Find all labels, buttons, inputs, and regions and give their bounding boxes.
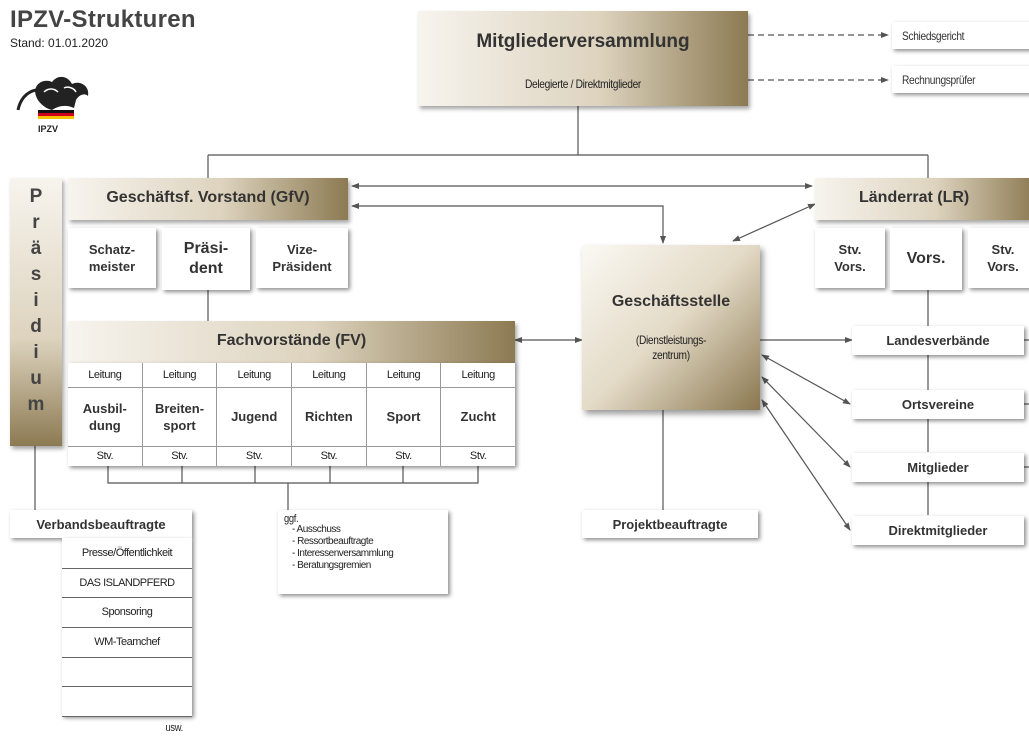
landesverbaende-label: Landesverbände [886,333,990,348]
verbandsbeauftragte-box[interactable]: Verbandsbeauftragte [10,510,192,538]
projektbeauftragte-label: Projektbeauftragte [612,516,728,532]
lr-stv-vors-left-label: Stv. Vors. [834,242,866,274]
fv-leitung-cell: Leitung [461,369,496,381]
fv-leitung-cell: Leitung [68,363,143,387]
praesidium-letter: s [30,264,42,285]
horse-logo-icon [16,76,89,119]
rechnungspruefer-box[interactable]: Rechnungsprüfer [892,66,1029,93]
ortsvereine-box[interactable]: Ortsvereine [852,390,1024,419]
praesidium-letter: i [33,290,39,311]
page-title: IPZV-Strukturen [10,6,196,33]
fv-stv-cell: Stv. [367,446,442,466]
gfv-box[interactable]: Geschäftsf. Vorstand (GfV) [68,178,348,220]
verbandsbeauftragte-item[interactable]: Presse/Öffentlichkeit [62,538,192,569]
ipzv-logo: IPZV [14,70,104,134]
mv-title: Mitgliederversammlung [476,31,690,52]
fv-stv-cell: Stv. [68,446,143,466]
schatzmeister-label: Schatz- meister [88,242,136,274]
gs-title: Geschäftsstelle [611,293,731,310]
fv-title: Fachvorstände (FV) [216,332,367,349]
praesidium-letter: m [27,394,45,415]
mitglieder-box[interactable]: Mitglieder [852,453,1024,482]
praesidium-letter: d [30,316,42,337]
gs-subtitle: (Dienstleistungs- zentrum) [635,333,707,362]
fv-leitung-cell: Leitung [143,363,218,387]
fv-leitung-cell: Leitung [367,363,442,387]
verbandsbeauftragte-label: Verbandsbeauftragte [36,516,166,532]
praesident-label: Präsi- dent [183,240,229,277]
mv-subtitle: Delegierte / Direktmitglieder [525,77,641,91]
direktmitglieder-box[interactable]: Direktmitglieder [852,516,1024,545]
praesident-box[interactable]: Präsi- dent [162,228,250,290]
praesidium-letter: r [32,212,40,233]
fv-names-cell: Jugend [217,387,293,446]
verbandsbeauftragte-item[interactable]: DAS ISLANDPFERD [62,568,192,599]
verbandsbeauftragte-item[interactable] [62,687,192,718]
fv-names-cell: Richten [292,387,367,446]
verbandsbeauftragte-item[interactable]: Sponsoring [62,597,192,629]
praesidium-letter: u [30,368,42,389]
schatzmeister-box[interactable]: Schatz- meister [68,228,156,288]
landesverbaende-box[interactable]: Landesverbände [852,326,1024,355]
fv-names-cell: Ausbil- dung [68,387,143,446]
praesidium-letter: ä [30,238,42,259]
fv-stv-row: Stv.Stv.Stv.Stv.Stv.Stv. [68,446,515,466]
schiedsgericht-box[interactable]: Schiedsgericht [892,22,1029,49]
vize-praesident-box[interactable]: Vize- Präsident [256,228,348,288]
direktmitglieder-label: Direktmitglieder [888,523,988,538]
praesidium-letter: i [33,342,39,363]
lr-stv-vors-right-box[interactable]: Stv. Vors. [968,228,1029,288]
fv-stv-cell: Stv. [469,450,487,462]
verbandsbeauftragte-item[interactable]: WM-Teamchef [62,627,192,658]
vize-praesident-label: Vize- Präsident [272,242,332,274]
lr-vors-box[interactable]: Vors. [890,228,962,290]
logo-text: IPZV [37,124,58,134]
fv-names-cell: Zucht [460,409,496,424]
ggf-item: - Ressortbeauftragte [292,536,374,547]
ggf-box[interactable]: ggf. - Ausschuss- Ressortbeauftragte- In… [278,510,448,594]
fv-names-cell: Breiten- sport [143,387,218,446]
gfv-title: Geschäftsf. Vorstand (GfV) [106,189,310,206]
fv-leitung-cell: Leitung [292,363,367,387]
verbandsbeauftragte-item[interactable] [62,657,192,688]
lr-stv-vors-right-label: Stv. Vors. [987,242,1019,274]
stand-date: Stand: 01.01.2020 [10,36,109,50]
mitgliederversammlung-box[interactable]: Mitgliederversammlung Delegierte / Direk… [418,11,748,106]
fv-stv-cell: Stv. [143,446,218,466]
lr-vors-label: Vors. [906,250,946,267]
ortsvereine-label: Ortsvereine [901,397,975,412]
ggf-item: - Beratungsgremien [292,560,371,571]
mitglieder-label: Mitglieder [907,460,969,475]
fv-stv-cell: Stv. [292,446,367,466]
fv-names-cell: Sport [367,387,442,446]
fv-stv-cell: Stv. [217,446,293,466]
lr-title: Länderrat (LR) [859,189,970,206]
fv-leitung-cell: Leitung [217,363,293,387]
laenderrat-box[interactable]: Länderrat (LR) [815,178,1029,220]
projektbeauftragte-box[interactable]: Projektbeauftragte [582,510,758,538]
rechnungspruefer-label: Rechnungsprüfer [902,72,976,87]
schiedsgericht-label: Schiedsgericht [902,28,965,43]
ggf-items: - Ausschuss- Ressortbeauftragte- Interes… [292,524,394,572]
ggf-item: - Ausschuss [292,524,341,535]
lr-stv-vors-left-box[interactable]: Stv. Vors. [815,228,885,288]
ggf-label: ggf. [284,513,299,525]
geschaeftsstelle-box[interactable]: Geschäftsstelle (Dienstleistungs- zentru… [582,245,760,410]
ggf-item: - Interessenversammlung [292,548,394,559]
usw-label: usw. [165,722,184,734]
praesidium-letter: P [29,186,43,207]
fv-header-box[interactable]: Fachvorstände (FV) [68,321,515,363]
